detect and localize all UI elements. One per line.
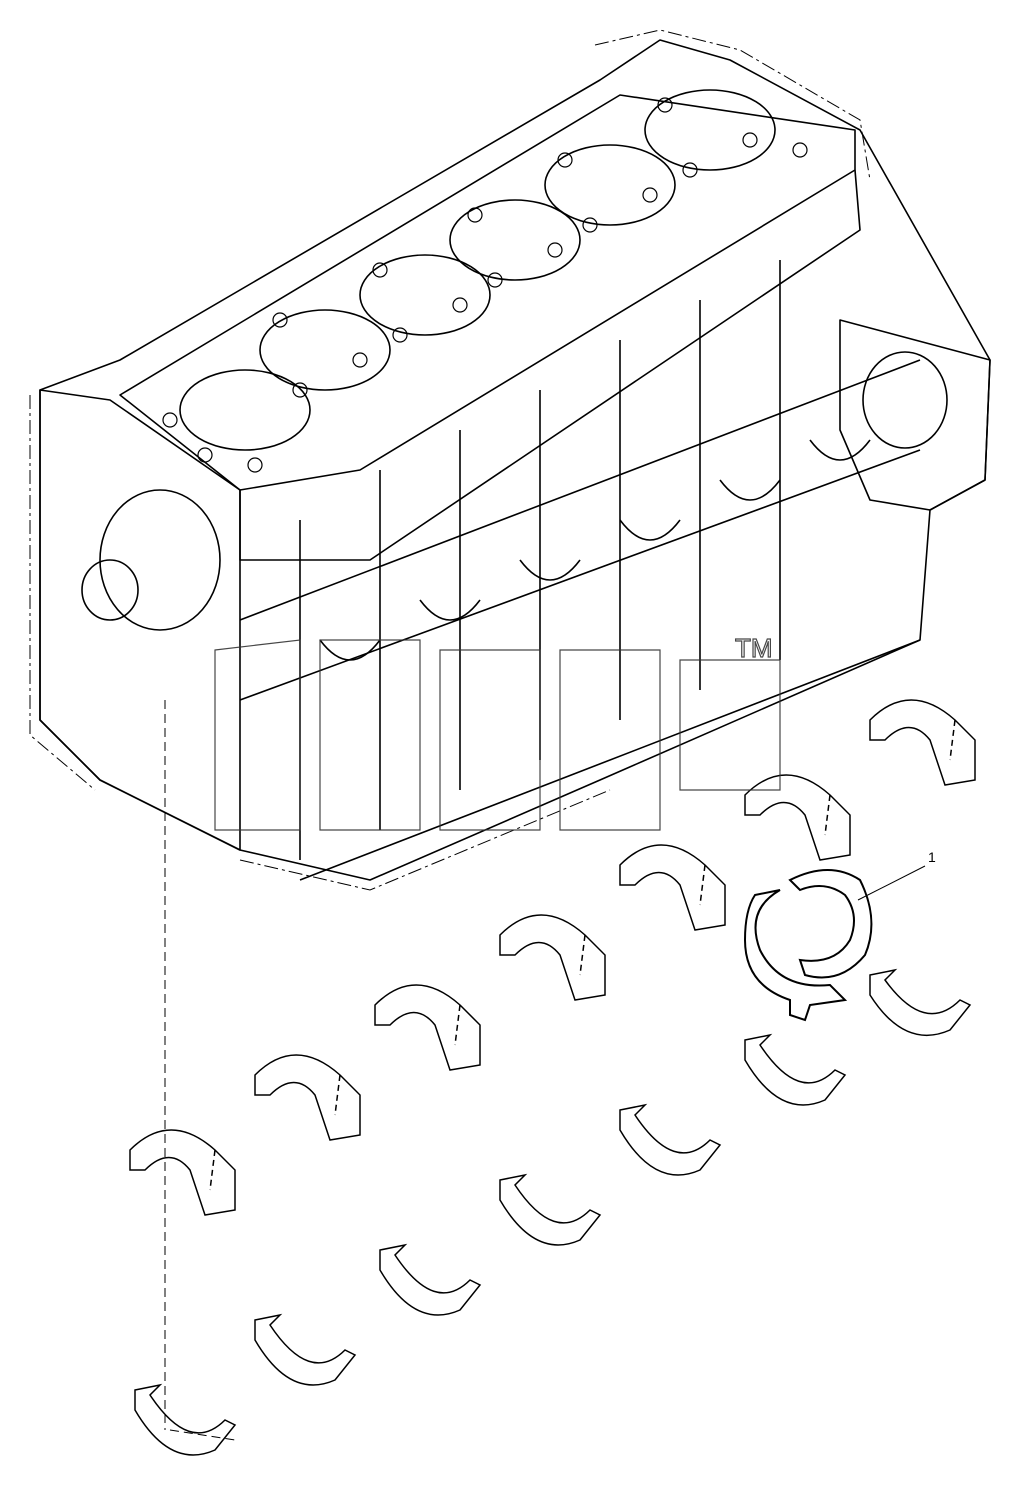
upper-bearing-shell (619, 844, 726, 931)
engine-block (39, 39, 991, 881)
thrust-washers (743, 869, 873, 1022)
watermark-logo: TM (214, 632, 781, 831)
upper-bearing-shell (254, 1054, 361, 1141)
phantom-outline (29, 29, 871, 891)
callout-1: 1 (857, 849, 936, 901)
lower-bearing-shell (134, 1383, 237, 1456)
lower-bearing-shell (744, 1033, 847, 1106)
thrust-washer (788, 869, 873, 979)
upper-bearing-shell (744, 774, 851, 861)
upper-bearing-shell (374, 984, 481, 1071)
deck-bolt-holes (162, 97, 808, 473)
upper-bearing-shell (869, 699, 976, 786)
lower-bearing-shell (379, 1243, 482, 1316)
lower-bearing-shell (499, 1173, 602, 1246)
lower-bearing-shell (254, 1313, 357, 1386)
lower-bearing-shell (869, 968, 972, 1037)
assembly-guide-lines (164, 700, 236, 1441)
lower-bearing-shells (134, 968, 972, 1456)
upper-bearing-shell (499, 914, 606, 1001)
watermark-trademark: TM (735, 633, 773, 663)
lower-bearing-shell (619, 1103, 722, 1176)
upper-bearing-shells (129, 699, 976, 1216)
upper-bearing-shell (129, 1129, 236, 1216)
callout-label: 1 (928, 849, 936, 865)
thrust-washer (743, 889, 848, 1022)
cylinder-bores (179, 89, 776, 451)
